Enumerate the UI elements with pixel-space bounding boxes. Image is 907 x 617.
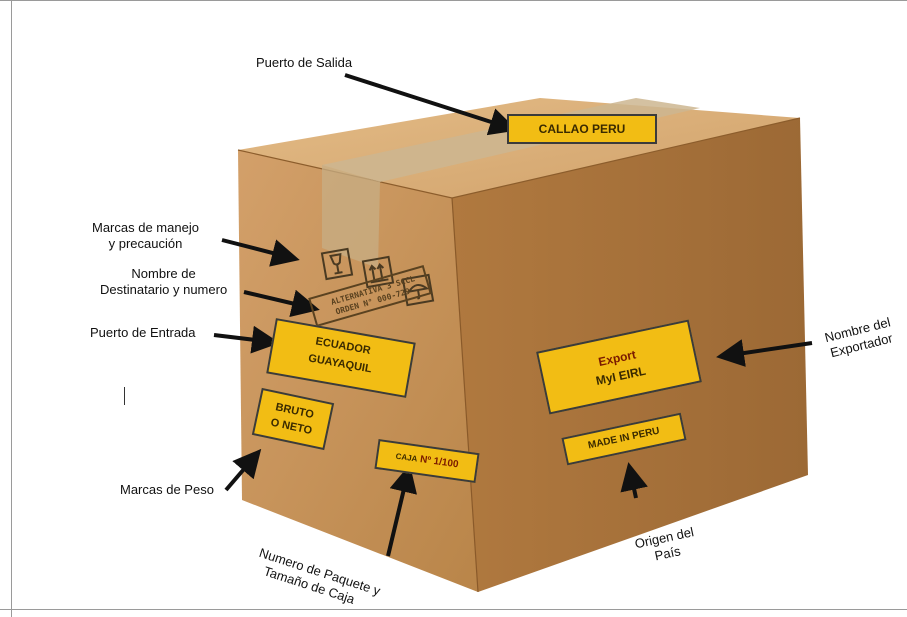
callout-nombre-dest-l1: Nombre de xyxy=(100,266,227,282)
callout-marcas-manejo-l1: Marcas de manejo xyxy=(92,220,199,236)
text-cursor-mark xyxy=(124,387,125,405)
tag-callao-peru: CALLAO PERU xyxy=(507,114,657,144)
callout-marcas-manejo-l2: y precaución xyxy=(92,236,199,252)
callout-marcas-peso: Marcas de Peso xyxy=(120,482,214,498)
tag-callao-peru-text: CALLAO PERU xyxy=(539,122,626,136)
callout-nombre-destinatario: Nombre de Destinatario y numero xyxy=(100,266,227,298)
callout-nombre-dest-l2: Destinatario y numero xyxy=(100,282,227,298)
fragile-glass-icon xyxy=(321,248,353,280)
callout-puerto-salida: Puerto de Salida xyxy=(256,55,352,71)
callout-puerto-entrada: Puerto de Entrada xyxy=(90,325,196,341)
tag-caja-num: Nº 1/100 xyxy=(419,454,459,470)
tag-caja-prefix: CAJA xyxy=(395,452,418,464)
tag-made-in-peru-text: MADE IN PERU xyxy=(587,426,660,452)
callout-marcas-manejo: Marcas de manejo y precaución xyxy=(92,220,199,252)
